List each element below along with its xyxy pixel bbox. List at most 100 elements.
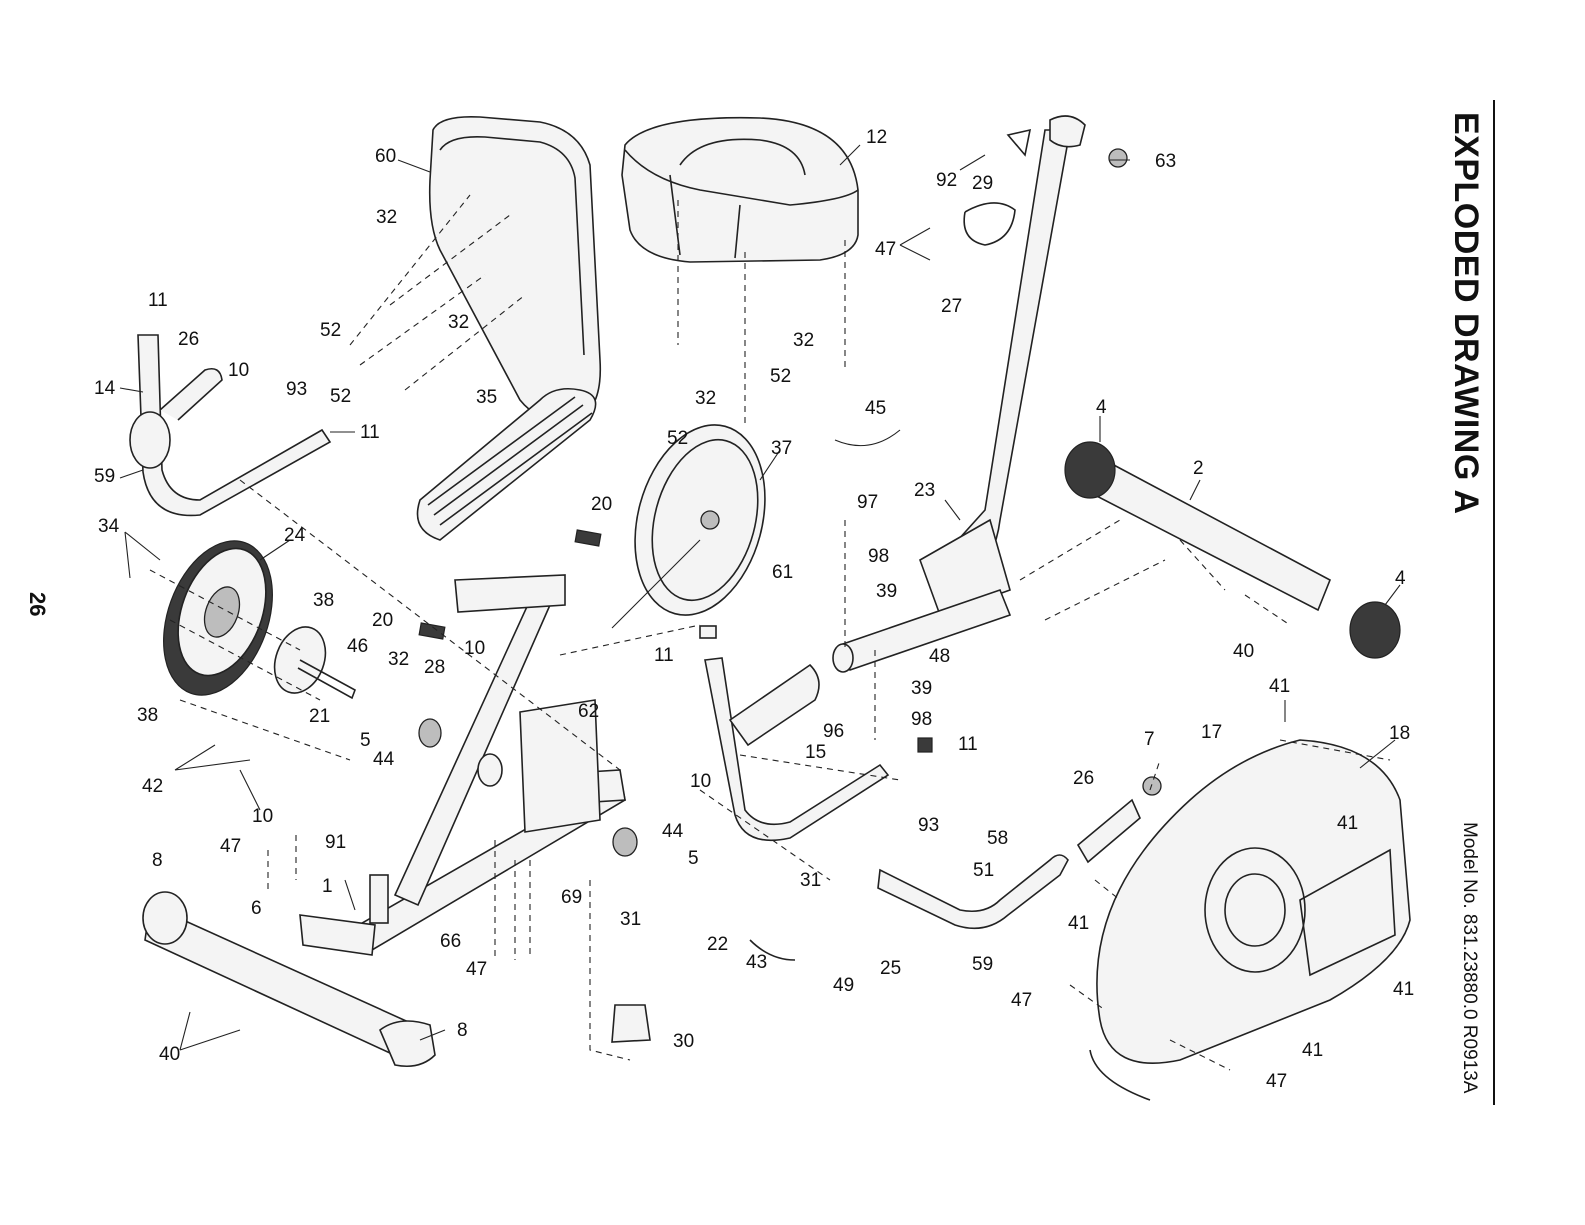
callout-11: 11 — [958, 734, 978, 755]
callout-11: 11 — [360, 422, 380, 443]
part-23-upright — [832, 115, 1086, 673]
callout-59: 59 — [94, 466, 115, 487]
callout-32: 32 — [793, 330, 814, 351]
callout-31: 31 — [800, 870, 821, 891]
callout-92: 92 — [936, 170, 957, 191]
callout-10: 10 — [252, 806, 273, 827]
callout-labels: 60 32 52 32 52 12 32 52 32 52 92 29 63 4… — [94, 127, 1414, 1092]
part-60-backrest — [428, 115, 602, 422]
callout-46: 46 — [347, 636, 368, 657]
callout-44: 44 — [662, 821, 684, 842]
callout-4: 4 — [1096, 397, 1107, 418]
small-hardware — [418, 128, 1162, 1043]
callout-10: 10 — [228, 360, 249, 381]
callout-11: 11 — [148, 290, 168, 311]
callout-18: 18 — [1389, 723, 1410, 744]
callout-8: 8 — [457, 1020, 468, 1041]
callout-51: 51 — [973, 860, 994, 881]
callout-6: 6 — [251, 898, 262, 919]
callout-10: 10 — [690, 771, 711, 792]
part-35-drive-belt — [416, 387, 597, 541]
callout-35: 35 — [476, 387, 497, 408]
callout-38: 38 — [313, 590, 334, 611]
callout-12: 12 — [866, 127, 887, 148]
leader-lines — [119, 144, 1401, 1051]
part-21-crank-axle — [273, 626, 356, 700]
callout-44: 44 — [373, 749, 395, 770]
callout-45: 45 — [865, 398, 886, 419]
callout-24: 24 — [284, 525, 306, 546]
callout-93: 93 — [918, 815, 939, 836]
callout-20: 20 — [591, 494, 612, 515]
callout-47: 47 — [1266, 1071, 1287, 1092]
callout-32: 32 — [388, 649, 409, 670]
callout-30: 30 — [673, 1031, 694, 1052]
callout-14: 14 — [94, 378, 116, 399]
callout-5: 5 — [360, 730, 371, 751]
callout-38: 38 — [137, 705, 158, 726]
callout-43: 43 — [746, 952, 767, 973]
callout-52: 52 — [667, 428, 688, 449]
part-12-seat — [621, 116, 859, 263]
callout-62: 62 — [578, 701, 599, 722]
callout-32: 32 — [695, 388, 716, 409]
callout-27: 27 — [941, 296, 962, 317]
callout-5: 5 — [688, 848, 699, 869]
callout-41: 41 — [1068, 913, 1089, 934]
callout-52: 52 — [330, 386, 351, 407]
callout-47: 47 — [220, 836, 241, 857]
part-15-seat-post — [704, 657, 890, 842]
callout-39: 39 — [911, 678, 932, 699]
callout-40: 40 — [1233, 641, 1254, 662]
callout-32: 32 — [376, 207, 397, 228]
callout-63: 63 — [1155, 151, 1176, 172]
callout-47: 47 — [1011, 990, 1032, 1011]
callout-10: 10 — [464, 638, 485, 659]
callout-98: 98 — [868, 546, 889, 567]
callout-39: 39 — [876, 581, 897, 602]
callout-40: 40 — [159, 1044, 180, 1065]
callout-41: 41 — [1337, 813, 1358, 834]
callout-97: 97 — [857, 492, 878, 513]
callout-96: 96 — [823, 721, 844, 742]
callout-8: 8 — [152, 850, 163, 871]
callout-34: 34 — [98, 516, 120, 537]
part-14-handlebar-left — [129, 334, 332, 517]
callout-91: 91 — [325, 832, 346, 853]
callout-4: 4 — [1395, 568, 1406, 589]
callout-22: 22 — [707, 934, 728, 955]
part-6-front-stabilizer — [142, 891, 436, 1068]
callout-47: 47 — [466, 959, 487, 980]
part-24-pulley — [163, 540, 273, 696]
callout-11: 11 — [654, 645, 674, 666]
callout-29: 29 — [972, 173, 993, 194]
callout-61: 61 — [772, 562, 793, 583]
callout-69: 69 — [561, 887, 582, 908]
callout-66: 66 — [440, 931, 461, 952]
callout-25: 25 — [880, 958, 901, 979]
callout-42: 42 — [142, 776, 163, 797]
callout-93: 93 — [286, 379, 307, 400]
assembly-dashed-lines — [149, 194, 1391, 1071]
part-2-rear-stabilizer — [1064, 441, 1401, 659]
callout-52: 52 — [320, 320, 341, 341]
callout-47: 47 — [875, 239, 896, 260]
callout-7: 7 — [1144, 729, 1155, 750]
title-rule — [1493, 100, 1495, 1105]
callout-17: 17 — [1201, 722, 1222, 743]
callout-41: 41 — [1302, 1040, 1323, 1061]
callout-26: 26 — [178, 329, 199, 350]
callout-15: 15 — [805, 742, 826, 763]
callout-98: 98 — [911, 709, 932, 730]
callout-26: 26 — [1073, 768, 1094, 789]
callout-48: 48 — [929, 646, 950, 667]
callout-28: 28 — [424, 657, 445, 678]
callout-41: 41 — [1269, 676, 1290, 697]
callout-20: 20 — [372, 610, 393, 631]
callout-52: 52 — [770, 366, 791, 387]
callout-1: 1 — [322, 876, 333, 897]
part-37-flywheel — [611, 424, 766, 629]
callout-58: 58 — [987, 828, 1008, 849]
